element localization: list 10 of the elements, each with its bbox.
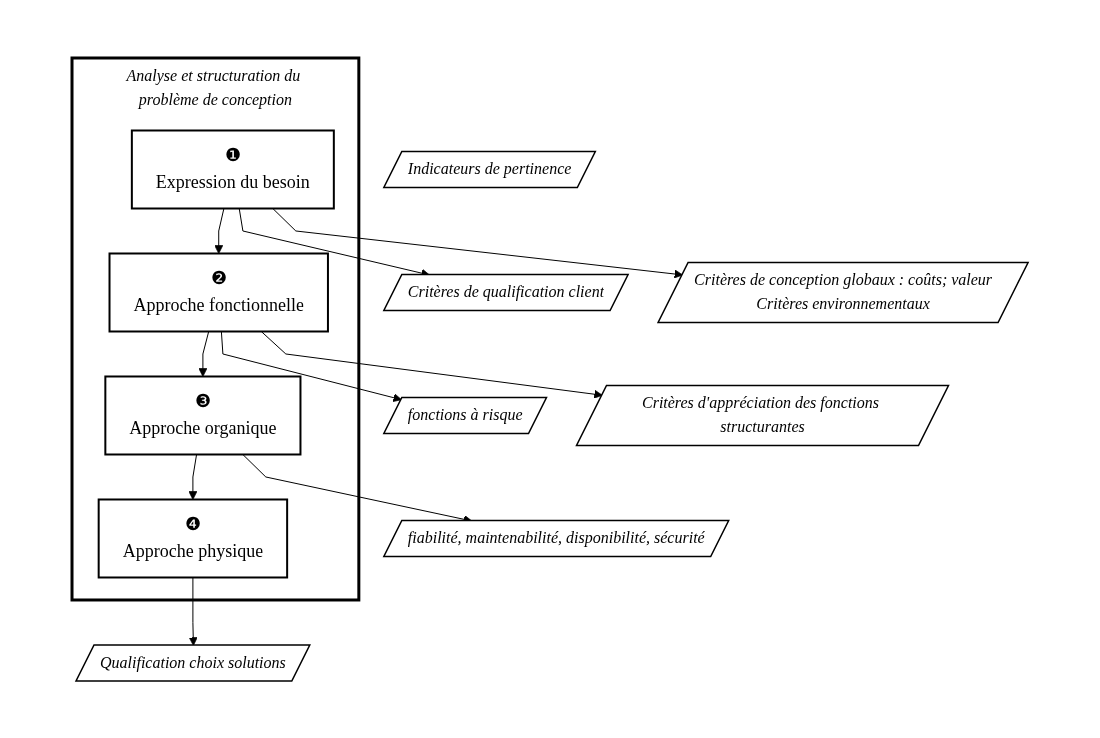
arrow — [260, 330, 603, 399]
node-box: ❹ Approche physique — [97, 498, 289, 578]
node-box: ❶ Expression du besoin — [130, 129, 335, 209]
arrow — [188, 453, 198, 500]
arrow — [198, 330, 210, 377]
node-box: ❸ Approche organique — [104, 375, 302, 455]
node-box: ❷ Approche fonctionnelle — [108, 252, 329, 332]
arrow — [214, 207, 225, 254]
arrow — [220, 330, 402, 402]
arrow — [272, 207, 683, 278]
